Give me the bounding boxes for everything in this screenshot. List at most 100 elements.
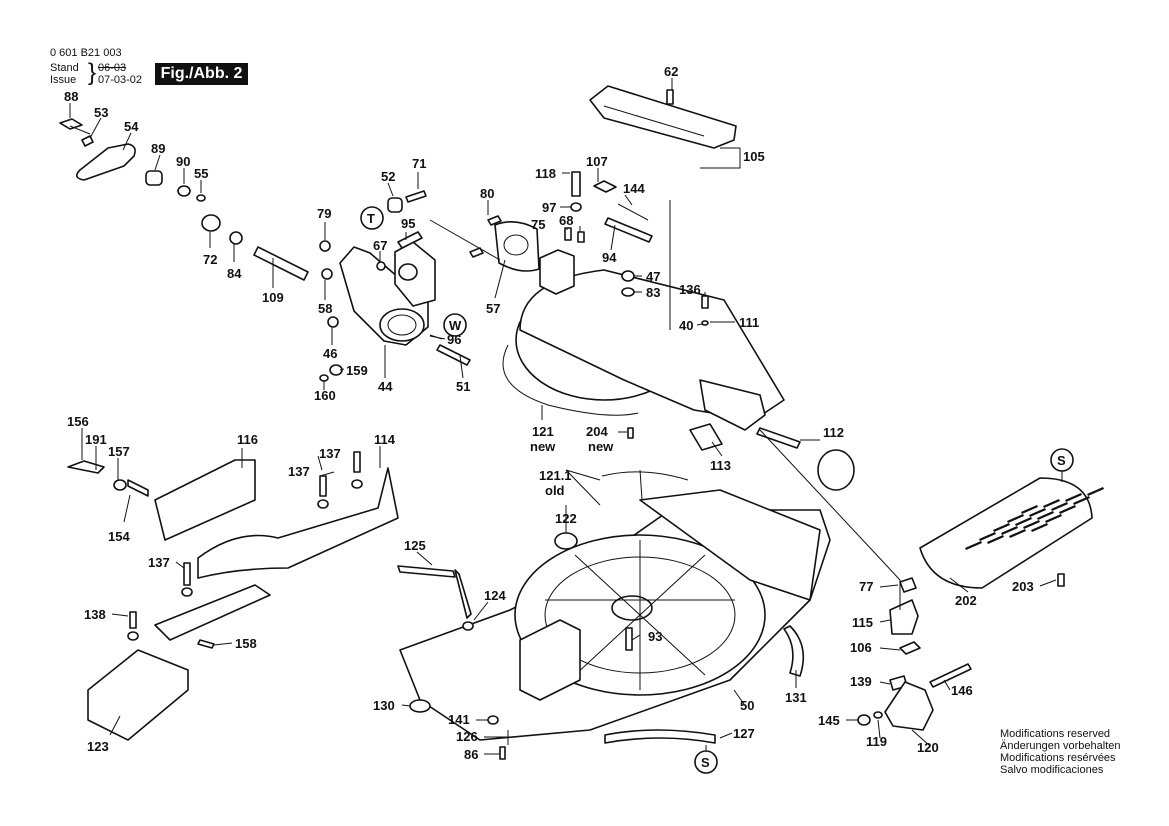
callout-127: 127: [733, 726, 755, 741]
callout-57: 57: [486, 301, 500, 316]
callout-112: 112: [823, 425, 844, 440]
callout-94: 94: [602, 250, 617, 265]
nut-157: [113, 479, 127, 491]
callout-124: 124: [484, 588, 506, 603]
fence-105: [589, 85, 737, 149]
strip-121: [502, 344, 639, 416]
callout-89: 89: [151, 141, 165, 156]
support-123: [87, 649, 189, 741]
callout-146: 146: [951, 683, 973, 698]
callout-121-1-sub: old: [545, 483, 565, 498]
rod-109: [253, 246, 309, 281]
marker-t: T: [367, 211, 375, 226]
callout-93: 93: [648, 629, 662, 644]
brace-symbol: }: [88, 59, 97, 86]
callout-121-1: 121.1: [539, 468, 572, 483]
callout-68: 68: [559, 213, 573, 228]
callout-95: 95: [401, 216, 415, 231]
callout-90: 90: [176, 154, 190, 169]
callout-137b: 137: [288, 464, 310, 479]
callout-202: 202: [955, 593, 977, 608]
bracket-107: [593, 180, 617, 193]
handle-assembly: [59, 118, 309, 281]
callout-97: 97: [542, 200, 556, 215]
wrench-125: [397, 565, 456, 578]
screw-137c: [183, 562, 191, 586]
marker-s-top-circle: [1050, 448, 1074, 472]
arm-assembly: [319, 190, 471, 382]
note-spanish: Salvo modificaciones: [1000, 764, 1104, 776]
marker-w-circle: [443, 313, 467, 337]
callout-139: 139: [850, 674, 872, 689]
callout-105: 105: [743, 149, 765, 164]
note-french: Modifications resérvées: [1000, 752, 1116, 764]
cover-slot: [1059, 505, 1076, 514]
callout-54: 54: [124, 119, 139, 134]
screw-137b: [353, 451, 361, 473]
bracket-block: [539, 249, 575, 295]
cover-slots: [965, 487, 1104, 550]
callout-113: 113: [710, 458, 731, 473]
strip-121-1: [601, 471, 689, 481]
callout-62: 62: [664, 64, 678, 79]
callout-86: 86: [464, 747, 478, 762]
callout-106: 106: [850, 640, 872, 655]
callout-137c: 137: [148, 555, 170, 570]
callout-80: 80: [480, 186, 494, 201]
pin-75: [564, 227, 572, 241]
screw-80: [487, 215, 502, 226]
bolt-146: [929, 663, 972, 688]
callout-121: 121: [532, 424, 554, 439]
clamp-113: [689, 423, 723, 451]
callout-111: 111: [739, 315, 759, 330]
callout-88: 88: [64, 89, 78, 104]
callout-67: 67: [373, 238, 387, 253]
callout-157: 157: [108, 444, 130, 459]
callout-125: 125: [404, 538, 426, 553]
callout-46: 46: [323, 346, 337, 361]
cover-slot: [1031, 523, 1048, 532]
base-assembly: [397, 471, 831, 760]
cover-slot: [979, 532, 996, 541]
clip-160: [319, 374, 329, 382]
turntable-arm: [469, 171, 855, 491]
cover-slot: [1007, 514, 1024, 523]
marker-s-bottom-circle: [694, 750, 718, 774]
screw-138: [129, 611, 137, 629]
callout-53: 53: [94, 105, 108, 120]
callout-77: 77: [859, 579, 873, 594]
cover-slot: [1001, 526, 1018, 535]
callout-130: 130: [373, 698, 395, 713]
callout-122: 122: [555, 511, 577, 526]
screw-204: [627, 427, 634, 439]
callout-71: 71: [412, 156, 426, 171]
nut-124: [462, 621, 474, 631]
callout-72: 72: [203, 252, 217, 267]
cover-slot: [965, 541, 982, 550]
callout-118: 118: [535, 166, 556, 181]
callout-79: 79: [317, 206, 331, 221]
bushing-89: [145, 170, 163, 186]
callout-204: 204: [586, 424, 608, 439]
screw-137a: [319, 475, 327, 497]
pin-95: [397, 231, 423, 249]
callout-40: 40: [679, 318, 693, 333]
fence-114: [197, 467, 399, 579]
callout-55: 55: [194, 166, 208, 181]
cover-slot: [1043, 499, 1060, 508]
screw-158: [197, 639, 215, 649]
callout-203: 203: [1012, 579, 1034, 594]
knob-112: [817, 449, 855, 491]
marker-t-circle: [360, 206, 384, 230]
left-fence-group: [67, 451, 399, 741]
screw-88: [59, 118, 83, 130]
washer-119: [873, 711, 883, 719]
right-group: [857, 477, 1104, 731]
cover-slot: [1065, 493, 1082, 502]
callout-158: 158: [235, 636, 257, 651]
stand-value: 06-03: [98, 62, 127, 74]
cover-slot: [1087, 487, 1104, 496]
callout-116: 116: [237, 432, 258, 447]
